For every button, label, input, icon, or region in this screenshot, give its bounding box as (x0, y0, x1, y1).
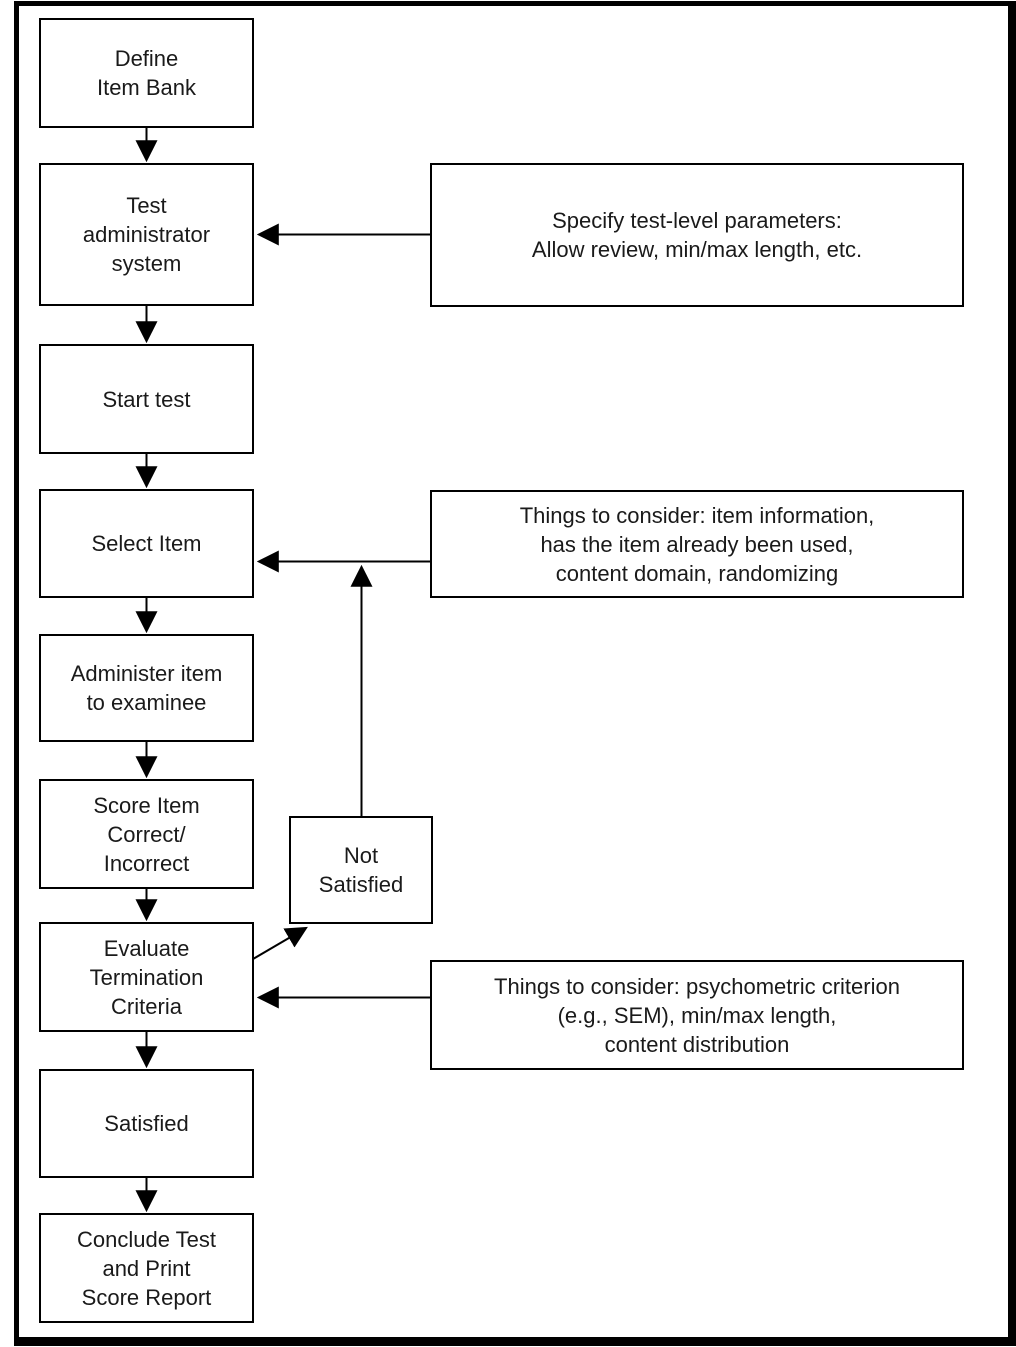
step-evaluate-termination-criteria: Evaluate Termination Criteria (39, 922, 254, 1032)
step-score-item: Score Item Correct/ Incorrect (39, 779, 254, 889)
diagram-border (14, 1, 1016, 1346)
branch-not-satisfied: Not Satisfied (289, 816, 433, 924)
step-select-item: Select Item (39, 489, 254, 598)
step-conclude-test-print-report: Conclude Test and Print Score Report (39, 1213, 254, 1323)
step-define-item-bank: Define Item Bank (39, 18, 254, 128)
step-satisfied: Satisfied (39, 1069, 254, 1178)
step-start-test: Start test (39, 344, 254, 454)
annotation-test-level-parameters: Specify test-level parameters: Allow rev… (430, 163, 964, 307)
annotation-select-item-considerations: Things to consider: item information, ha… (430, 490, 964, 598)
step-administer-item-to-examinee: Administer item to examinee (39, 634, 254, 742)
step-test-administrator-system: Test administrator system (39, 163, 254, 306)
annotation-termination-considerations: Things to consider: psychometric criteri… (430, 960, 964, 1070)
